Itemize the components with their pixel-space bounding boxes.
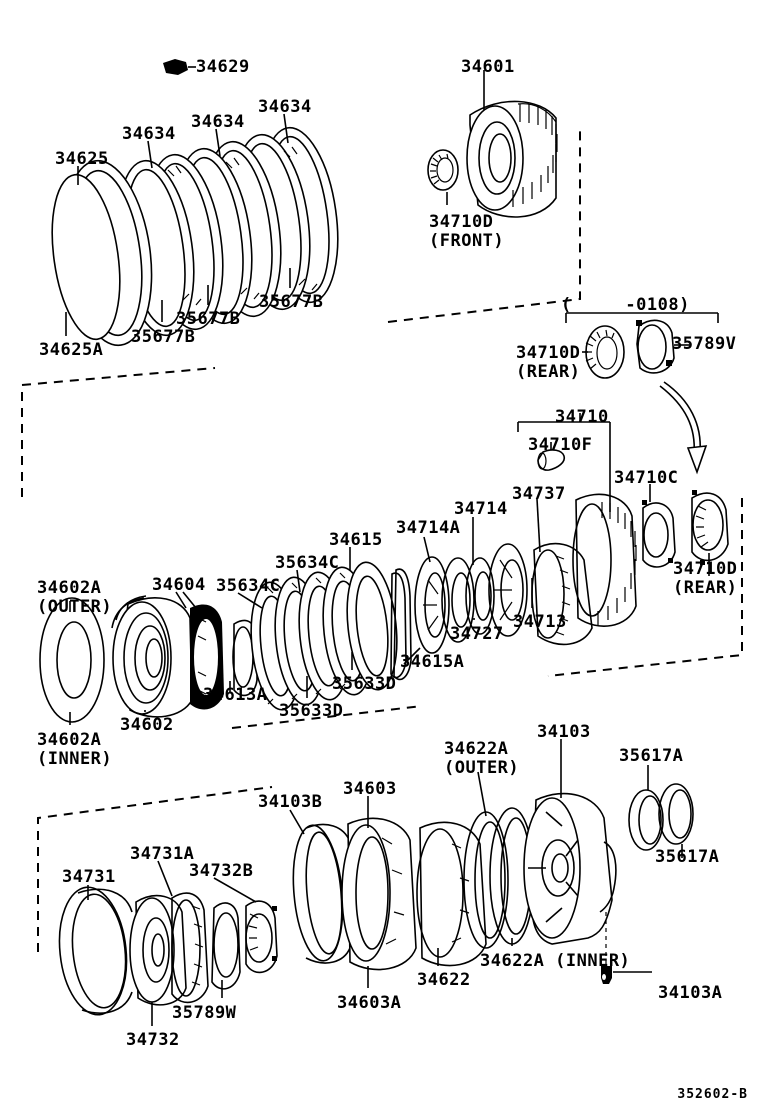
part-label-34634-b: 34634 (191, 112, 245, 132)
part-label-34731: 34731 (62, 867, 116, 887)
group-note-0108: ( -0108) (561, 295, 690, 315)
part-label-35633d-a: 35633D (279, 701, 344, 721)
part-label-35789w: 35789W (172, 1003, 237, 1023)
part-label-34714: 34714 (454, 499, 508, 519)
part-34103a-bolt (601, 912, 652, 984)
part-34737-cage (531, 498, 593, 646)
assembly-middle-planetary (39, 413, 729, 725)
part-label-34622a-outer: 34622A (OUTER) (444, 739, 520, 778)
diagram-id-footer: 352602-B (677, 1087, 748, 1102)
part-34622a-outer-ring (463, 771, 509, 949)
part-label-34710: 34710 (555, 407, 609, 427)
part-label-34625: 34625 (55, 149, 109, 169)
part-label-34103: 34103 (537, 722, 591, 742)
part-34710c-plate (642, 484, 676, 568)
part-34710d-rear-washer-bottom (691, 490, 729, 576)
assembly-date-range-group (565, 312, 719, 475)
part-34732b-washer (213, 877, 278, 974)
part-label-34103a: 34103A (658, 983, 723, 1003)
part-label-34714a: 34714A (396, 518, 461, 538)
part-label-34603: 34603 (343, 779, 397, 799)
part-34604-ring (182, 591, 224, 710)
part-label-34622a-inner: 34622A (INNER) (480, 951, 631, 971)
part-label-34603a: 34603A (337, 993, 402, 1013)
part-34710f-roller (537, 442, 566, 471)
part-35789v-race (636, 319, 690, 374)
part-34602-hub (111, 595, 193, 718)
part-34710-outer-race (517, 413, 637, 627)
part-label-34634-c: 34634 (258, 97, 312, 117)
part-label-35677b-c: 35677B (259, 292, 324, 312)
part-label-34629: 34629 (196, 57, 250, 77)
part-34615a-snapring (390, 568, 421, 681)
part-34603-shoe (341, 796, 417, 988)
part-label-34710f: 34710F (528, 435, 593, 455)
part-34731a-ring (157, 860, 209, 1004)
part-label-34625a: 34625A (39, 340, 104, 360)
part-label-34713: 34713 (513, 612, 567, 632)
assembly-bottom-left-band (58, 860, 278, 1026)
part-34103b-band (289, 809, 351, 964)
section-divider-dashed-lines (21, 128, 743, 952)
assembly-top-left-clutch-pack (51, 59, 339, 347)
part-label-34737: 34737 (512, 484, 566, 504)
part-label-34602a-inner: 34602A (INNER) (37, 730, 113, 769)
part-label-34622: 34622 (417, 970, 471, 990)
part-label-34732: 34732 (126, 1030, 180, 1050)
part-35617a-rings (628, 765, 694, 858)
part-label-34727: 34727 (450, 624, 504, 644)
part-label-34604: 34604 (152, 575, 206, 595)
part-label-34601: 34601 (461, 57, 515, 77)
part-label-35634c-a: 35634C (275, 553, 340, 573)
part-label-34710c: 34710C (614, 468, 679, 488)
part-34727-bearing (465, 557, 495, 635)
part-label-34732b: 34732B (189, 861, 254, 881)
assembly-top-right-drum (427, 70, 558, 218)
part-label-35634c-b: 35634C (216, 576, 281, 596)
part-label-34602: 34602 (120, 715, 174, 735)
assembly-bottom-right-housing (289, 739, 694, 988)
part-34714a-flange (414, 536, 450, 654)
part-label-34613a: 34613A (203, 685, 268, 705)
part-35789w-race (211, 902, 241, 998)
part-34622-ring (416, 821, 487, 967)
part-label-35617a-a: 35617A (619, 746, 684, 766)
part-label-35789v: 35789V (672, 334, 737, 354)
part-label-34615: 34615 (329, 530, 383, 550)
part-34602a-outer (39, 597, 105, 725)
part-34731-band (58, 885, 133, 1016)
part-label-34103b: 34103B (258, 792, 323, 812)
transfer-arrow (659, 381, 708, 475)
part-34629-clip (163, 59, 196, 75)
part-label-34710d-rear-bottom: 34710D (REAR) (673, 559, 738, 598)
part-label-35617a-b: 35617A (655, 847, 720, 867)
part-label-35677b-b: 35677B (176, 309, 241, 329)
part-label-34634-a: 34634 (122, 124, 176, 144)
part-label-34615a: 34615A (400, 652, 465, 672)
part-label-34710d-rear-top: 34710D (REAR) (516, 343, 581, 382)
part-label-34602a-outer: 34602A (OUTER) (37, 578, 113, 617)
part-34710d-rear-washer-top (585, 325, 625, 379)
part-label-34731a: 34731A (130, 844, 195, 864)
part-label-35633d-b: 35633D (332, 674, 397, 694)
part-34714-gear (441, 517, 475, 643)
part-34710d-front-washer (427, 149, 459, 191)
part-34103-housing (523, 739, 652, 984)
part-label-34710d-front: 34710D (FRONT) (429, 212, 505, 251)
part-label-35677b-a: 35677B (131, 327, 196, 347)
